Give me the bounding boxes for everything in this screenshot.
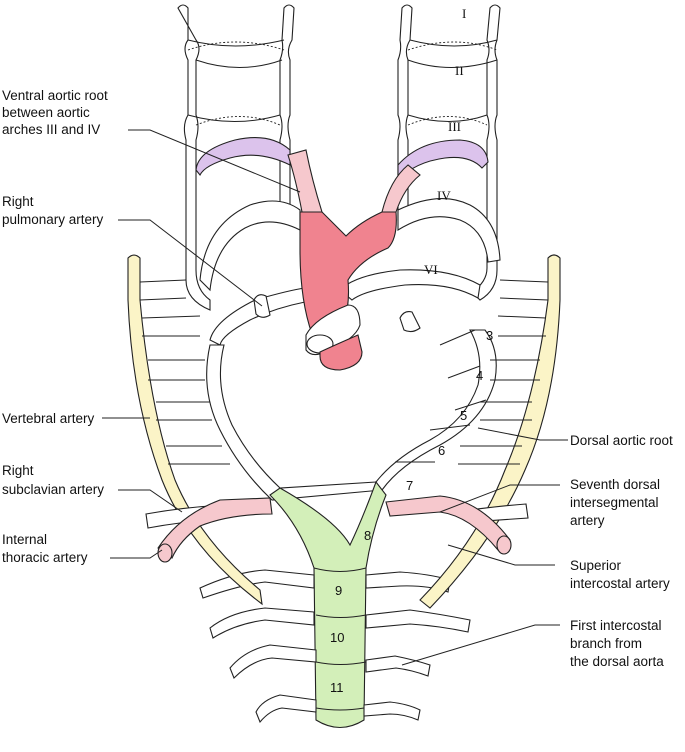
arch-label-iv: IV <box>437 188 451 203</box>
aortic-sac <box>287 149 421 371</box>
svg-text:Internal: Internal <box>2 532 47 547</box>
segment-label-6: 6 <box>438 443 445 458</box>
segment-label-3: 3 <box>486 328 493 343</box>
svg-text:intersegmental: intersegmental <box>570 495 659 510</box>
svg-text:branch from: branch from <box>570 636 642 651</box>
arch-label-iii: III <box>448 119 461 134</box>
subclavian-arteries <box>145 495 529 563</box>
svg-text:Vertebral artery: Vertebral artery <box>2 411 95 426</box>
label-right-subclavian-artery: Right subclavian artery <box>2 463 104 497</box>
intercostal-vessels <box>199 569 471 724</box>
svg-text:Seventh dorsal: Seventh dorsal <box>570 477 660 492</box>
segment-label-5: 5 <box>460 408 467 423</box>
segment-numbers: 3 4 5 6 7 8 9 10 11 <box>330 328 493 695</box>
svg-text:subclavian artery: subclavian artery <box>2 482 104 497</box>
arches-i-ii <box>187 39 498 126</box>
left-pulmonary-stub <box>399 311 421 333</box>
arch-label-vi: VI <box>424 262 438 277</box>
segment-label-4: 4 <box>476 368 483 383</box>
label-superior-intercostal-artery: Superior intercostal artery <box>570 558 670 591</box>
svg-text:First intercostal: First intercostal <box>570 618 662 633</box>
arch-numerals: I II III IV VI <box>424 6 466 277</box>
segment-label-10: 10 <box>330 630 344 645</box>
segment-label-7: 7 <box>406 478 413 493</box>
segment-label-9: 9 <box>335 583 342 598</box>
svg-text:Ventral aortic root: Ventral aortic root <box>2 88 108 103</box>
svg-text:between aortic: between aortic <box>2 105 90 120</box>
leader-lines <box>102 129 568 666</box>
label-internal-thoracic-artery: Internal thoracic artery <box>2 532 88 565</box>
segment-label-11: 11 <box>330 680 344 695</box>
svg-text:arches III and IV: arches III and IV <box>2 122 100 137</box>
arch-label-i: I <box>462 6 466 21</box>
svg-text:artery: artery <box>570 513 605 528</box>
svg-text:Dorsal aortic root: Dorsal aortic root <box>570 433 673 448</box>
svg-text:the dorsal aorta: the dorsal aorta <box>570 654 664 669</box>
svg-text:Right: Right <box>2 463 34 478</box>
svg-text:thoracic artery: thoracic artery <box>2 550 88 565</box>
svg-text:intercostal artery: intercostal artery <box>570 576 670 591</box>
label-ventral-aortic-root: Ventral aortic root between aortic arche… <box>2 88 108 137</box>
vertebral-arteries <box>127 254 561 609</box>
label-vertebral-artery: Vertebral artery <box>2 411 95 426</box>
dorsal-aorta <box>269 480 387 729</box>
arch-label-ii: II <box>455 63 464 78</box>
svg-text:pulmonary artery: pulmonary artery <box>2 212 104 227</box>
label-right-pulmonary-artery: Right pulmonary artery <box>2 194 104 227</box>
segment-label-8: 8 <box>364 528 371 543</box>
label-first-intercostal-branch: First intercostal branch from the dorsal… <box>570 618 664 669</box>
arches-iv-vi <box>199 198 501 346</box>
label-dorsal-aortic-root: Dorsal aortic root <box>570 433 673 448</box>
svg-text:Right: Right <box>2 194 34 209</box>
arch-iii <box>195 137 489 182</box>
svg-text:Superior: Superior <box>570 558 622 573</box>
label-seventh-dorsal-intersegmental-artery: Seventh dorsal intersegmental artery <box>570 477 660 528</box>
